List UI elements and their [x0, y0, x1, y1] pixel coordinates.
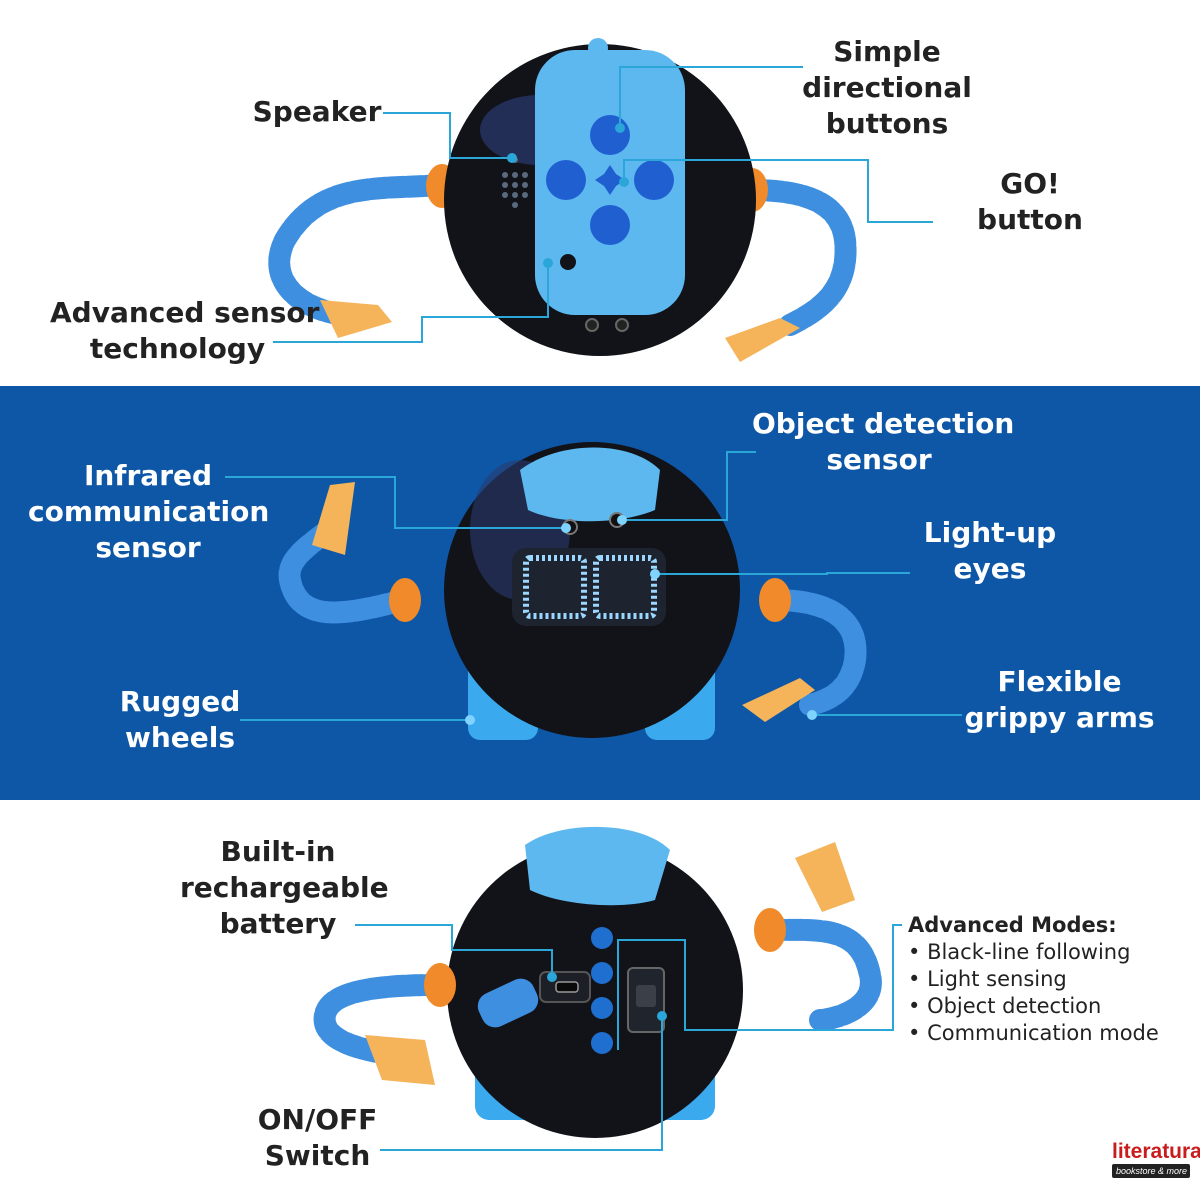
button-up	[590, 115, 630, 155]
advanced-modes-list: Advanced Modes: Black-line following Lig…	[908, 912, 1193, 1047]
brand-name: literatura.mk	[1112, 1140, 1200, 1163]
label-light-up-eyes: Light-up eyes	[915, 515, 1065, 587]
modes-list: Black-line following Light sensing Objec…	[908, 939, 1193, 1047]
left-claw	[312, 482, 355, 555]
usb-port	[555, 981, 579, 993]
bottom-callout-dots	[547, 972, 667, 1021]
right-joint	[759, 578, 791, 622]
right-claw	[725, 318, 800, 362]
label-line: sensor	[95, 531, 201, 564]
label-line: Light-up	[923, 516, 1057, 549]
middle-callout-lines	[225, 451, 962, 721]
middle-callout-dots	[465, 515, 817, 725]
brand-logo: literatura.mk bookstore & more	[1112, 1140, 1200, 1178]
label-line: sensor	[826, 443, 932, 476]
right-arm	[759, 918, 882, 1031]
label-line: Flexible	[997, 665, 1122, 698]
label-speaker: Speaker	[247, 94, 387, 130]
mode-button-object	[591, 997, 613, 1019]
label-directional-buttons: Simple directional buttons	[799, 34, 975, 142]
left-eye	[523, 555, 587, 619]
top-callout-lines	[273, 66, 933, 343]
left-claw	[365, 1035, 435, 1085]
label-line: GO!	[1000, 167, 1060, 200]
label-go-button: GO! button	[965, 166, 1095, 238]
label-rechargeable-battery: Built-in rechargeable battery	[180, 834, 389, 942]
left-arm	[313, 974, 451, 1066]
button-left	[546, 160, 586, 200]
label-object-detection-sensor: Object detection sensor	[752, 406, 1015, 478]
label-line: technology	[89, 332, 266, 365]
robot-back-view	[313, 826, 882, 1138]
right-claw	[742, 678, 815, 722]
label-line: wheels	[124, 721, 236, 754]
bottom-callout-lines	[355, 924, 902, 1151]
button-right	[634, 160, 674, 200]
top-indicator	[588, 38, 608, 58]
label-flexible-arms: Flexible grippy arms	[962, 664, 1157, 736]
label-line: buttons	[825, 107, 949, 140]
label-line: Infrared	[83, 459, 213, 492]
list-item: Object detection	[908, 993, 1193, 1020]
go-button	[595, 165, 625, 195]
robot-front-view	[278, 442, 867, 740]
label-line: Rugged	[119, 685, 241, 718]
left-joint	[389, 578, 421, 622]
right-arm	[739, 179, 857, 336]
label-line: ON/OFF	[257, 1103, 378, 1136]
left-claw	[320, 300, 392, 338]
mode-button-line	[591, 927, 613, 949]
label-line: Simple	[833, 35, 941, 68]
right-claw	[795, 842, 855, 912]
right-eye	[593, 555, 657, 619]
mode-button-chat	[591, 1032, 613, 1054]
sensor-lens	[560, 254, 576, 270]
list-item: Communication mode	[908, 1020, 1193, 1047]
label-line: battery	[219, 907, 337, 940]
head-panel	[520, 447, 660, 522]
left-arm	[268, 174, 451, 326]
right-arm	[764, 589, 867, 716]
label-line: Built-in	[220, 835, 336, 868]
label-line: grippy arms	[964, 701, 1155, 734]
label-speaker-line-1: Speaker	[252, 95, 382, 128]
label-line: directional	[802, 71, 972, 104]
label-line: Object detection	[752, 407, 1015, 440]
label-line: Advanced sensor	[50, 296, 320, 329]
top-callout-dots	[507, 123, 629, 268]
mode-button-light	[591, 962, 613, 984]
label-sensor-technology: Advanced sensor technology	[50, 295, 320, 367]
label-line: Switch	[264, 1139, 371, 1172]
brand-tagline: bookstore & more	[1112, 1164, 1190, 1178]
list-item: Light sensing	[908, 966, 1193, 993]
label-on-off-switch: ON/OFF Switch	[255, 1102, 380, 1174]
label-line: rechargeable	[180, 871, 389, 904]
label-infrared-sensor: Infrared communication sensor	[28, 458, 270, 566]
battery-cover	[477, 978, 539, 1028]
eye-display	[512, 548, 666, 626]
label-line: button	[977, 203, 1083, 236]
list-item: Black-line following	[908, 939, 1193, 966]
left-joint	[424, 963, 456, 1007]
label-line: communication	[28, 495, 270, 528]
robot-top-view	[268, 38, 857, 362]
right-joint	[754, 908, 786, 952]
label-line: eyes	[953, 552, 1027, 585]
advanced-modes-title: Advanced Modes:	[908, 913, 1117, 937]
body-sphere	[447, 842, 743, 1138]
label-rugged-wheels: Rugged wheels	[110, 684, 250, 756]
button-down	[590, 205, 630, 245]
head-panel	[525, 826, 670, 906]
